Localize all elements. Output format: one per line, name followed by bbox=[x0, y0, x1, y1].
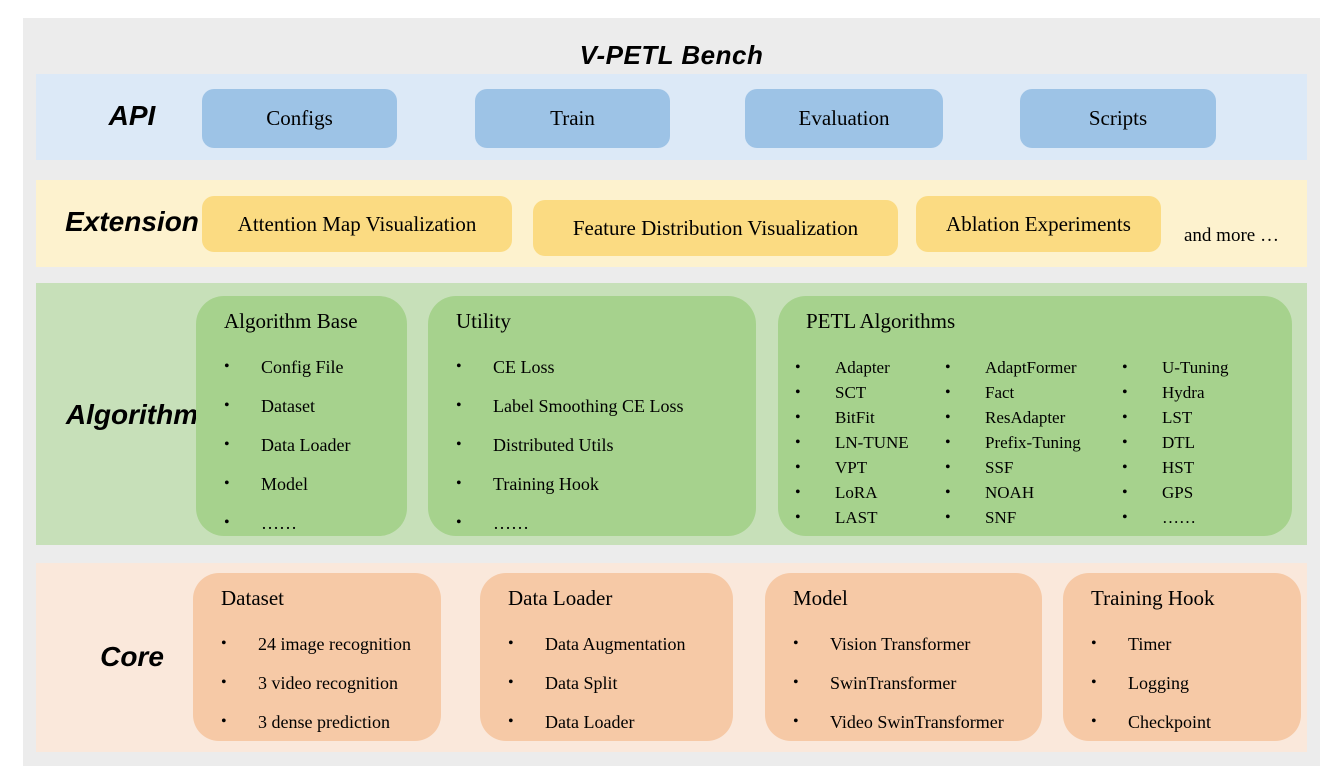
dataset-title: Dataset bbox=[221, 586, 284, 610]
dataset-list: 24 image recognition 3 video recognition… bbox=[221, 632, 441, 734]
data-loader-box: Data Loader Data Augmentation Data Split… bbox=[480, 573, 733, 741]
list-item: …… bbox=[1122, 505, 1282, 530]
extension-block-attention-map: Attention Map Visualization bbox=[202, 196, 512, 252]
list-item: AdaptFormer bbox=[945, 355, 1122, 380]
list-item: 24 image recognition bbox=[221, 632, 441, 656]
list-item: SCT bbox=[795, 380, 945, 405]
list-item: SSF bbox=[945, 455, 1122, 480]
list-item: CE Loss bbox=[456, 355, 756, 379]
algorithm-base-box: Algorithm Base Config File Dataset Data … bbox=[196, 296, 407, 536]
data-loader-title: Data Loader bbox=[508, 586, 613, 610]
algorithm-base-list: Config File Dataset Data Loader Model …… bbox=[224, 355, 407, 535]
api-block-configs: Configs bbox=[202, 89, 397, 148]
petl-column-2: AdaptFormer Fact ResAdapter Prefix-Tunin… bbox=[945, 355, 1122, 530]
api-block-evaluation: Evaluation bbox=[745, 89, 943, 148]
list-item: LoRA bbox=[795, 480, 945, 505]
model-box: Model Vision Transformer SwinTransformer… bbox=[765, 573, 1042, 741]
list-item: LST bbox=[1122, 405, 1282, 430]
list-item: Logging bbox=[1091, 671, 1301, 695]
extension-band: Extension Attention Map Visualization Fe… bbox=[36, 180, 1307, 267]
model-list: Vision Transformer SwinTransformer Video… bbox=[793, 632, 1042, 734]
core-band: Core Dataset 24 image recognition 3 vide… bbox=[36, 563, 1307, 752]
list-item: Label Smoothing CE Loss bbox=[456, 394, 756, 418]
list-item: ResAdapter bbox=[945, 405, 1122, 430]
list-item: Dataset bbox=[224, 394, 407, 418]
list-item: Hydra bbox=[1122, 380, 1282, 405]
algorithm-band: Algorithm Algorithm Base Config File Dat… bbox=[36, 283, 1307, 545]
utility-list: CE Loss Label Smoothing CE Loss Distribu… bbox=[456, 355, 756, 535]
training-hook-box: Training Hook Timer Logging Checkpoint bbox=[1063, 573, 1301, 741]
utility-box: Utility CE Loss Label Smoothing CE Loss … bbox=[428, 296, 756, 536]
list-item: BitFit bbox=[795, 405, 945, 430]
list-item: Video SwinTransformer bbox=[793, 710, 1042, 734]
list-item: …… bbox=[224, 511, 407, 535]
diagram-title: V-PETL Bench bbox=[579, 40, 764, 70]
extension-band-label: Extension bbox=[65, 206, 199, 237]
list-item: NOAH bbox=[945, 480, 1122, 505]
list-item: SwinTransformer bbox=[793, 671, 1042, 695]
training-hook-list: Timer Logging Checkpoint bbox=[1091, 632, 1301, 734]
list-item: 3 video recognition bbox=[221, 671, 441, 695]
api-block-train: Train bbox=[475, 89, 670, 148]
extension-block-ablation: Ablation Experiments bbox=[916, 196, 1161, 252]
list-item: Data Loader bbox=[508, 710, 733, 734]
algorithm-band-label: Algorithm bbox=[65, 399, 199, 430]
api-band-label: API bbox=[108, 100, 156, 131]
list-item: Vision Transformer bbox=[793, 632, 1042, 656]
list-item: …… bbox=[456, 511, 756, 535]
list-item: GPS bbox=[1122, 480, 1282, 505]
list-item: VPT bbox=[795, 455, 945, 480]
list-item: DTL bbox=[1122, 430, 1282, 455]
utility-title: Utility bbox=[456, 309, 511, 333]
list-item: HST bbox=[1122, 455, 1282, 480]
list-item: LAST bbox=[795, 505, 945, 530]
petl-algorithms-title: PETL Algorithms bbox=[806, 309, 956, 333]
extension-block-feature-distribution: Feature Distribution Visualization bbox=[533, 200, 898, 256]
list-item: Adapter bbox=[795, 355, 945, 380]
extension-more-text: and more … bbox=[1184, 225, 1279, 246]
list-item: Data Split bbox=[508, 671, 733, 695]
vpetl-bench-diagram: V-PETL Bench API Configs Train Evaluatio… bbox=[23, 18, 1320, 766]
list-item: Model bbox=[224, 472, 407, 496]
dataset-box: Dataset 24 image recognition 3 video rec… bbox=[193, 573, 441, 741]
list-item: Prefix-Tuning bbox=[945, 430, 1122, 455]
list-item: Config File bbox=[224, 355, 407, 379]
api-band: API Configs Train Evaluation Scripts bbox=[36, 74, 1307, 160]
list-item: Training Hook bbox=[456, 472, 756, 496]
algorithm-base-title: Algorithm Base bbox=[224, 309, 358, 333]
data-loader-list: Data Augmentation Data Split Data Loader bbox=[508, 632, 733, 734]
list-item: Checkpoint bbox=[1091, 710, 1301, 734]
api-block-scripts: Scripts bbox=[1020, 89, 1216, 148]
list-item: SNF bbox=[945, 505, 1122, 530]
list-item: Distributed Utils bbox=[456, 433, 756, 457]
list-item: Fact bbox=[945, 380, 1122, 405]
list-item: 3 dense prediction bbox=[221, 710, 441, 734]
list-item: Data Augmentation bbox=[508, 632, 733, 656]
training-hook-title: Training Hook bbox=[1091, 586, 1215, 610]
list-item: U-Tuning bbox=[1122, 355, 1282, 380]
petl-column-1: Adapter SCT BitFit LN-TUNE VPT LoRA LAST bbox=[795, 355, 945, 530]
list-item: Data Loader bbox=[224, 433, 407, 457]
list-item: Timer bbox=[1091, 632, 1301, 656]
petl-column-3: U-Tuning Hydra LST DTL HST GPS …… bbox=[1122, 355, 1282, 530]
core-band-label: Core bbox=[100, 641, 164, 672]
petl-algorithms-box: PETL Algorithms Adapter SCT BitFit LN-TU… bbox=[778, 296, 1292, 536]
model-title: Model bbox=[793, 586, 848, 610]
list-item: LN-TUNE bbox=[795, 430, 945, 455]
